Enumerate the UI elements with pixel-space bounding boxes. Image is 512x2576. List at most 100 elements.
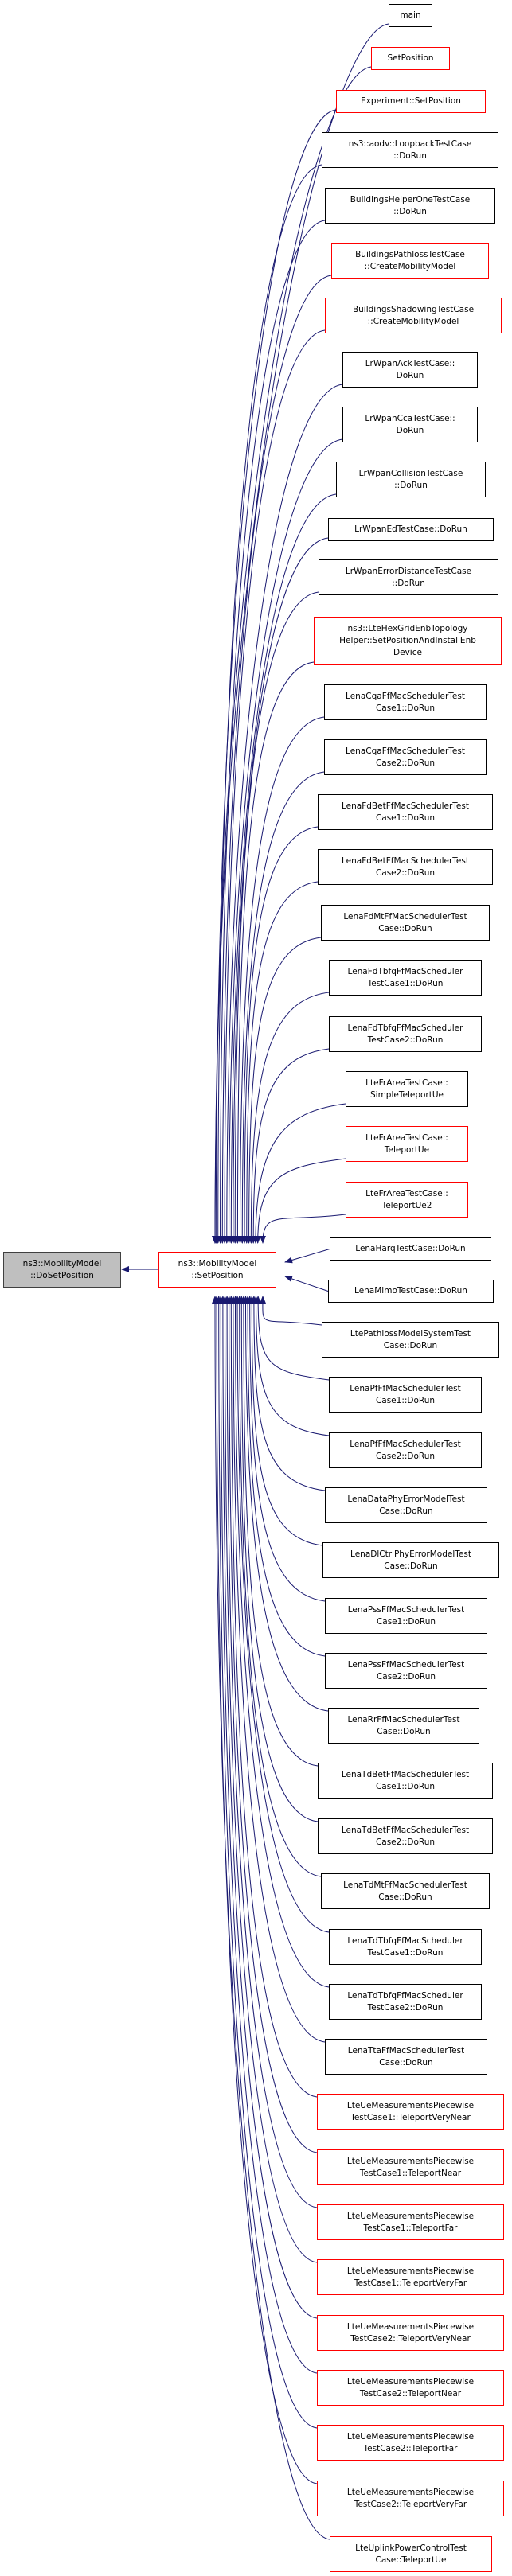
focus-node-doset-position[interactable]: ns3::MobilityModel ::DoSetPosition (3, 1252, 121, 1288)
node-label-line: LtePathlossModelSystemTest (350, 1328, 471, 1339)
caller-node-c0[interactable]: main (389, 4, 432, 27)
node-label-line: TestCase1::TeleportFar (363, 2223, 458, 2233)
node-label-line: LrWpanAckTestCase:: (365, 358, 455, 368)
node-label-line: Case::DoRun (384, 1561, 438, 1571)
node-label-line: LenaPssFfMacSchedulerTest (347, 1659, 465, 1670)
node-label-line: LenaCqaFfMacSchedulerTest (346, 691, 465, 701)
node-label-line: LteUeMeasurementsPiecewise (346, 2211, 475, 2221)
edge-c30-to-hub (246, 1296, 326, 1602)
edge-c10-to-hub (229, 537, 329, 1244)
edge-c29-to-hub (248, 1296, 323, 1546)
caller-node-c2[interactable]: Experiment::SetPosition (336, 90, 486, 113)
edge-c26-to-hub (255, 1296, 330, 1381)
caller-node-c24[interactable]: LenaMimoTestCase::DoRun (328, 1280, 494, 1303)
edge-c9-to-hub (228, 493, 337, 1244)
edge-c17-to-hub (245, 937, 322, 1244)
node-label-line: LenaFdTbfqFfMacScheduler (347, 1023, 463, 1033)
edge-c6-to-hub (221, 329, 326, 1244)
edge-c41-to-hub (224, 1296, 318, 2208)
edge-c7-to-hub (223, 384, 343, 1244)
node-label-line: LrWpanEdTestCase::DoRun (354, 524, 467, 534)
node-label-line: BuildingsHelperOneTestCase (350, 194, 471, 205)
node-label-line: LenaMimoTestCase::DoRun (354, 1286, 467, 1296)
edge-c43-to-hub (219, 1296, 318, 2319)
node-label-line: LenaFdBetFfMacSchedulerTest (342, 801, 469, 811)
node-label-line: LenaTdMtFfMacSchedulerTest (343, 1880, 467, 1890)
node-label-line: Case1::DoRun (375, 813, 436, 823)
node-label-line: Case::TeleportUe (375, 2555, 447, 2565)
node-label-line: SetPosition (387, 53, 434, 63)
caller-node-c10[interactable]: LrWpanEdTestCase::DoRun (328, 518, 494, 541)
node-label-line: TeleportUe2 (381, 1200, 432, 1210)
edge-c19-to-hub (250, 1048, 330, 1244)
node-label-line: TestCase2::TeleportVeryNear (350, 2333, 471, 2344)
node-label-line: LenaTdBetFfMacSchedulerTest (341, 1825, 470, 1835)
edge-c5-to-hub (219, 275, 332, 1244)
node-label-line: LteUplinkPowerControlTest (355, 2543, 467, 2553)
caller-node-c9[interactable]: LrWpanCollisionTestCase::DoRun (336, 462, 486, 497)
edge-c13-to-hub (236, 716, 325, 1244)
caller-node-c6[interactable]: BuildingsShadowingTestCase::CreateMobili… (325, 298, 502, 333)
node-label-line: LenaTdTbfqFfMacScheduler (347, 1990, 463, 2001)
caller-node-c22[interactable]: LteFrAreaTestCase::TeleportUe2 (346, 1182, 468, 1218)
caller-node-c4[interactable]: BuildingsHelperOneTestCase::DoRun (325, 188, 495, 224)
edge-c25-to-hub (259, 1296, 322, 1326)
edge-c42-to-hub (221, 1296, 318, 2263)
node-label-line: Case1::DoRun (375, 1395, 436, 1405)
node-label-line: LteUeMeasurementsPiecewise (346, 2321, 475, 2332)
node-label-line: LenaPfFfMacSchedulerTest (350, 1383, 461, 1393)
node-label-line: TestCase1::DoRun (367, 1947, 444, 1958)
hub-node-set-position[interactable]: ns3::MobilityModel ::SetPosition (158, 1252, 276, 1288)
caller-node-c3[interactable]: ns3::aodv::LoopbackTestCase::DoRun (322, 132, 498, 168)
node-label-line: LenaTdBetFfMacSchedulerTest (341, 1769, 470, 1779)
node-label-line: Case::DoRun (379, 2057, 433, 2067)
node-label-line: LenaCqaFfMacSchedulerTest (346, 746, 465, 756)
caller-node-c21[interactable]: LteFrAreaTestCase::TeleportUe (346, 1126, 468, 1162)
caller-node-c7[interactable]: LrWpanAckTestCase::DoRun (342, 352, 478, 388)
caller-node-c23[interactable]: LenaHarqTestCase::DoRun (330, 1237, 491, 1261)
edge-c14-to-hub (239, 771, 325, 1244)
caller-node-c1[interactable]: SetPosition (371, 47, 450, 70)
node-label-line: LteUeMeasurementsPiecewise (346, 2100, 475, 2110)
caller-node-c8[interactable]: LrWpanCcaTestCase::DoRun (342, 407, 478, 442)
node-label-line: Case1::DoRun (375, 703, 436, 713)
node-label-line: LrWpanErrorDistanceTestCase (345, 566, 472, 576)
node-label-line: TestCase1::DoRun (367, 978, 444, 988)
node-label-line: LenaDlCtrlPhyErrorModelTest (350, 1549, 471, 1559)
caller-node-c20[interactable]: LteFrAreaTestCase::SimpleTeleportUe (346, 1071, 468, 1107)
caller-node-c5[interactable]: BuildingsPathlossTestCase::CreateMobilit… (331, 243, 489, 279)
caller-node-c11[interactable]: LrWpanErrorDistanceTestCase::DoRun (319, 559, 498, 595)
node-label-line: BuildingsPathlossTestCase (355, 249, 465, 259)
